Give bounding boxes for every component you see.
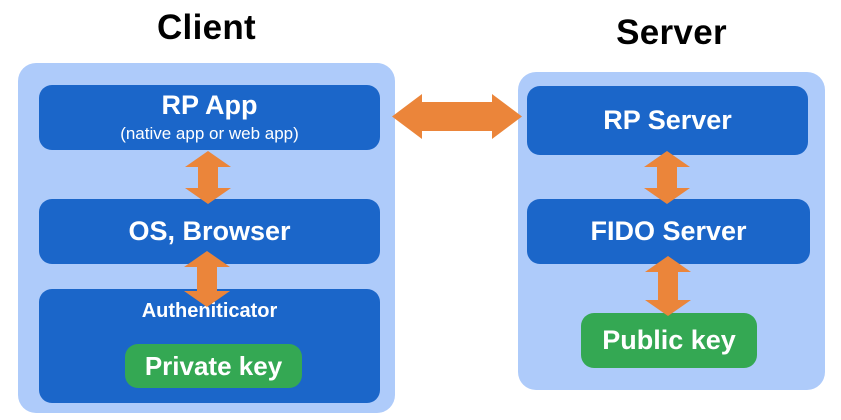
public-key-box: Public key [581, 313, 757, 368]
authenticator-label: Autheniticator [141, 300, 278, 322]
private-key-box: Private key [125, 344, 302, 388]
osbrowser-authenticator-bidirectional-arrow-icon [184, 251, 230, 307]
os-browser-label: OS, Browser [128, 215, 291, 246]
fido-server-box: FIDO Server [527, 199, 810, 264]
fido-server-label: FIDO Server [590, 215, 747, 246]
public-key-label: Public key [602, 325, 736, 355]
rp-app-sublabel: (native app or web app) [120, 123, 299, 143]
server-title: Server [616, 13, 727, 52]
client-server-bidirectional-arrow-icon [392, 94, 522, 139]
rpapp-osbrowser-bidirectional-arrow-icon [185, 151, 231, 204]
fidoserver-publickey-bidirectional-arrow-icon [645, 256, 691, 316]
rp-server-label: RP Server [603, 104, 732, 135]
client-title: Client [156, 8, 257, 47]
private-key-label: Private key [144, 350, 283, 381]
rp-app-box: RP App (native app or web app) [39, 85, 380, 150]
rpserver-fidoserver-bidirectional-arrow-icon [644, 151, 690, 204]
rp-server-box: RP Server [527, 86, 808, 155]
rp-app-label: RP App [161, 90, 258, 121]
